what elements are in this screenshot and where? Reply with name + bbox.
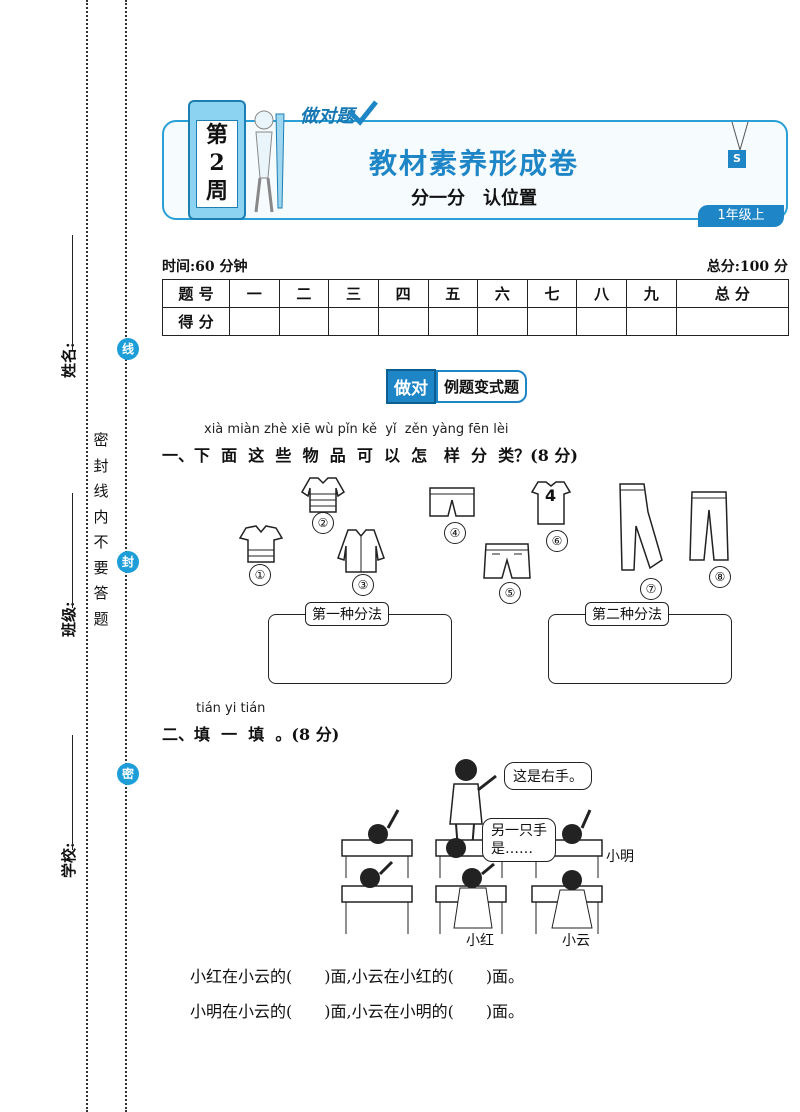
speech-bubble-line-1: 另一只手 — [491, 823, 547, 839]
answer-box-1[interactable]: 第一种分法 — [268, 602, 452, 684]
seal-xian-icon: 线 — [117, 338, 139, 360]
week-clipboard: 第 2 周 — [188, 100, 246, 220]
seal-warning-text: 密封线内不要答题 — [93, 431, 109, 628]
checkmark-icon — [348, 100, 378, 126]
section-badge: 做对 例题变式题 — [386, 368, 528, 404]
table-cell: 三 — [328, 279, 379, 308]
school-label: 学校: — [60, 842, 78, 878]
speech-bubble-line-2: 是…… — [491, 841, 533, 857]
name-label: 姓名: — [60, 342, 78, 378]
q2-pinyin: tián yi tián — [196, 701, 266, 716]
item-number-5: ⑤ — [499, 582, 521, 604]
table-cell: 五 — [427, 279, 479, 308]
q2-text: 二、填 一 填 。(8 分) — [162, 725, 340, 744]
section-badge-left: 做对 — [386, 368, 436, 404]
score-input-cell[interactable] — [526, 307, 578, 336]
score-input-cell[interactable] — [675, 307, 790, 336]
q1-pinyin: xià miàn zhè xiē wù pǐn kě yǐ zěn yàng f… — [204, 422, 509, 437]
week-number: 2 — [209, 150, 225, 176]
score-input-cell[interactable] — [278, 307, 330, 336]
tshirt-icon — [530, 481, 572, 525]
score-table: 题 号 一 二 三 四 五 六 七 八 九 总 分 得 分 — [162, 279, 790, 336]
table-cell: 总 分 — [675, 279, 790, 308]
speech-bubble-student: 另一只手 是…… — [482, 818, 556, 862]
dotted-fold-line-left — [86, 0, 88, 1112]
paper-title: 教材素养形成卷 — [368, 147, 579, 180]
hanging-tag-string-icon — [731, 122, 749, 152]
section-badge-right: 例题变式题 — [436, 369, 528, 403]
total-score: 总分:100 分 — [706, 259, 788, 275]
hanging-tag: S — [728, 150, 746, 168]
sweater-icon — [301, 477, 345, 513]
shorts-icon — [429, 487, 475, 517]
class-blank-line[interactable] — [72, 493, 73, 608]
score-table-header-row: 题 号 一 二 三 四 五 六 七 八 九 总 分 — [162, 279, 790, 308]
q1-text: 一、下 面 这 些 物 品 可 以 怎 样 分 类？(8 分) — [162, 446, 578, 465]
tshirt-number: 4 — [545, 486, 557, 505]
score-input-cell[interactable] — [377, 307, 429, 336]
answer-box-1-label: 第一种分法 — [305, 602, 389, 626]
score-input-cell[interactable] — [427, 307, 479, 336]
week-label: 第 2 周 — [196, 120, 238, 208]
seal-mi-icon: 密 — [117, 763, 139, 785]
jacket-icon — [337, 529, 385, 573]
item-number-2: ② — [312, 512, 334, 534]
fill-sentence-1[interactable]: 小红在小云的( )面,小云在小红的( )面。 — [190, 967, 525, 986]
fill-sentence-2[interactable]: 小明在小云的( )面,小云在小明的( )面。 — [190, 1002, 525, 1021]
brand-logo: 做对题 — [300, 106, 354, 127]
week-char-2: 周 — [205, 178, 228, 204]
paper-subtitle: 分一分 认位置 — [411, 188, 537, 209]
table-cell: 七 — [526, 279, 578, 308]
polo-shirt-icon — [238, 525, 284, 563]
score-input-cell[interactable] — [328, 307, 379, 336]
item-number-6: ⑥ — [546, 530, 568, 552]
table-cell: 四 — [377, 279, 429, 308]
table-cell: 题 号 — [162, 279, 230, 308]
speech-bubble-teacher: 这是右手。 — [504, 762, 592, 790]
item-number-7: ⑦ — [640, 578, 662, 600]
time-limit: 时间:60 分钟 — [162, 259, 248, 275]
label-xiaoyun: 小云 — [562, 933, 590, 949]
score-input-cell[interactable] — [477, 307, 528, 336]
header-banner: 第 2 周 做对题 教材素养形成卷 分一分 认位置 S 1年级上 — [162, 100, 788, 227]
table-cell: 一 — [229, 279, 280, 308]
trousers-icon — [689, 491, 729, 561]
mascot-pencil-icon — [254, 110, 285, 213]
table-cell: 九 — [626, 279, 677, 308]
score-input-cell[interactable] — [576, 307, 627, 336]
seal-feng-icon: 封 — [117, 551, 139, 573]
answer-box-2-label: 第二种分法 — [585, 602, 669, 626]
score-table-score-row: 得 分 — [162, 307, 790, 336]
score-input-cell[interactable] — [626, 307, 677, 336]
item-number-8: ⑧ — [709, 566, 731, 588]
item-number-3: ③ — [352, 574, 374, 596]
label-xiaohong: 小红 — [466, 933, 494, 949]
table-cell: 得 分 — [162, 307, 230, 336]
table-cell: 八 — [576, 279, 627, 308]
item-number-4: ④ — [444, 522, 466, 544]
class-label: 班级: — [60, 601, 78, 637]
swim-shorts-icon — [483, 543, 531, 579]
item-number-1: ① — [249, 564, 271, 586]
name-blank-line[interactable] — [72, 235, 73, 350]
score-input-cell[interactable] — [229, 307, 280, 336]
week-char-1: 第 — [205, 122, 228, 148]
table-cell: 二 — [278, 279, 330, 308]
answer-box-2[interactable]: 第二种分法 — [548, 602, 732, 684]
school-blank-line[interactable] — [72, 735, 73, 850]
table-cell: 六 — [477, 279, 528, 308]
jeans-icon — [619, 483, 663, 571]
grade-badge: 1年级上 — [698, 205, 784, 227]
label-xiaoming: 小明 — [606, 849, 634, 865]
